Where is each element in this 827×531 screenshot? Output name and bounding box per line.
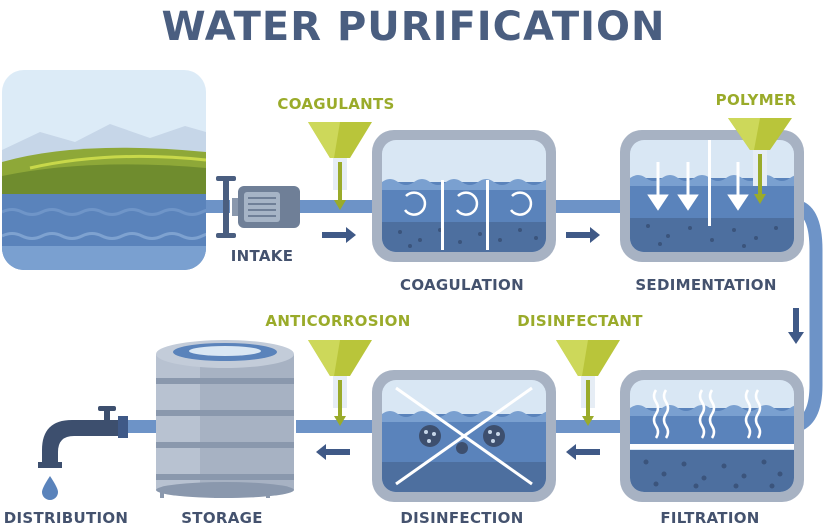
label-coagulants: COAGULANTS xyxy=(277,95,395,113)
label-intake: INTAKE xyxy=(230,247,294,265)
page-title: WATER PURIFICATION xyxy=(161,4,666,50)
label-distribution: DISTRIBUTION xyxy=(3,509,129,527)
faucet-icon xyxy=(38,406,128,468)
arrow-icon xyxy=(316,227,804,460)
label-anticorrosion: ANTICORROSION xyxy=(265,312,411,330)
water-tank-icon xyxy=(156,340,294,498)
return-pipe xyxy=(793,199,823,433)
label-storage: STORAGE xyxy=(181,509,263,527)
pump-icon xyxy=(216,176,300,238)
anticorrosion-funnel-icon xyxy=(308,340,372,426)
sedimentation-tank xyxy=(620,130,804,262)
label-polymer: POLYMER xyxy=(715,91,797,109)
bacteria-icon xyxy=(419,425,505,454)
disinfectant-funnel-icon xyxy=(556,340,620,426)
filtration-tank xyxy=(620,370,804,502)
polymer-funnel-icon xyxy=(728,118,792,204)
landscape-scene xyxy=(2,70,206,270)
disinfection-tank xyxy=(372,370,556,502)
label-sedimentation: SEDIMENTATION xyxy=(635,276,777,294)
coagulants-funnel-icon xyxy=(308,122,372,210)
label-disinfection: DISINFECTION xyxy=(400,509,524,527)
label-disinfectant: DISINFECTANT xyxy=(517,312,643,330)
label-coagulation: COAGULATION xyxy=(400,276,524,294)
coagulation-tank xyxy=(372,130,556,262)
label-filtration: FILTRATION xyxy=(660,509,760,527)
water-drop-icon xyxy=(42,476,58,500)
